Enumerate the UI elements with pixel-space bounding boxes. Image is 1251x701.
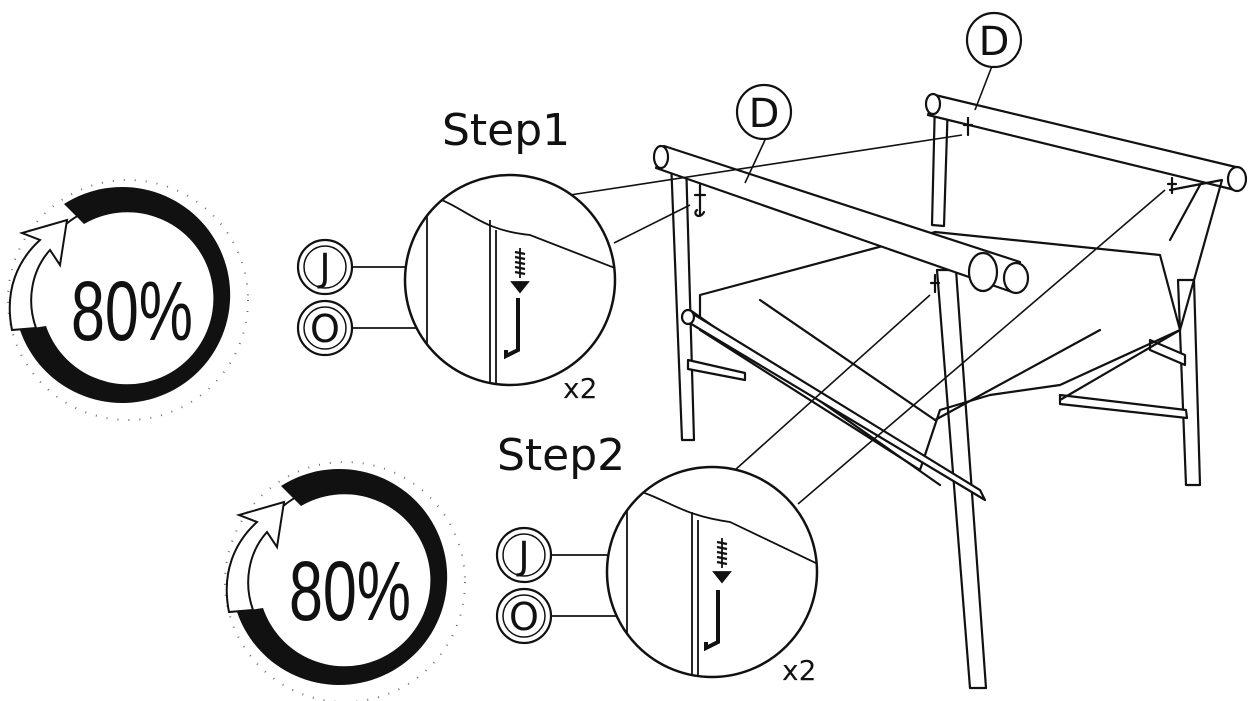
step1-title: Step1: [442, 105, 570, 156]
svg-text:D: D: [749, 91, 780, 137]
step2-part-j: J: [516, 534, 529, 578]
seat-sling: [698, 230, 1182, 472]
step2-part-o: O: [509, 595, 539, 639]
callout-d-2: D: [965, 11, 1023, 69]
screw-icon: [712, 538, 732, 584]
step2-magnifier: x2: [605, 465, 819, 687]
svg-text:D: D: [979, 19, 1010, 65]
rotate-arrow-icon: [225, 500, 286, 614]
step2-progress-ring: 80%: [224, 461, 466, 701]
back-sling: [1058, 178, 1224, 402]
back-right-post: [1176, 278, 1202, 487]
step2-percent: 80%: [289, 544, 411, 638]
leader-lines: [569, 65, 1166, 505]
step2-title: Step2: [497, 430, 625, 481]
step1-part-o: O: [310, 307, 340, 351]
step1-part-j: J: [317, 246, 330, 290]
allen-key-icon: [704, 590, 720, 652]
step1-quantity: x2: [563, 372, 597, 405]
step1-block: Step1 80% J O: [7, 105, 617, 421]
allen-key-icon: [504, 298, 520, 360]
rotate-arrow-icon: [8, 218, 69, 332]
screw-icon: [510, 248, 530, 294]
chair-frame: [652, 92, 1248, 690]
step2-block: Step2 80% J O: [224, 430, 819, 701]
left-armrest: [654, 144, 1022, 294]
rear-stretcher: [1058, 393, 1189, 420]
step2-quantity: x2: [782, 654, 816, 687]
front-left-leg: [669, 158, 696, 442]
callout-d-1: D: [735, 83, 793, 141]
step1-magnifier: x2: [403, 173, 617, 405]
side-stretcher-left: [686, 358, 747, 382]
step1-percent: 80%: [71, 264, 193, 358]
step1-progress-ring: 80%: [7, 179, 249, 421]
